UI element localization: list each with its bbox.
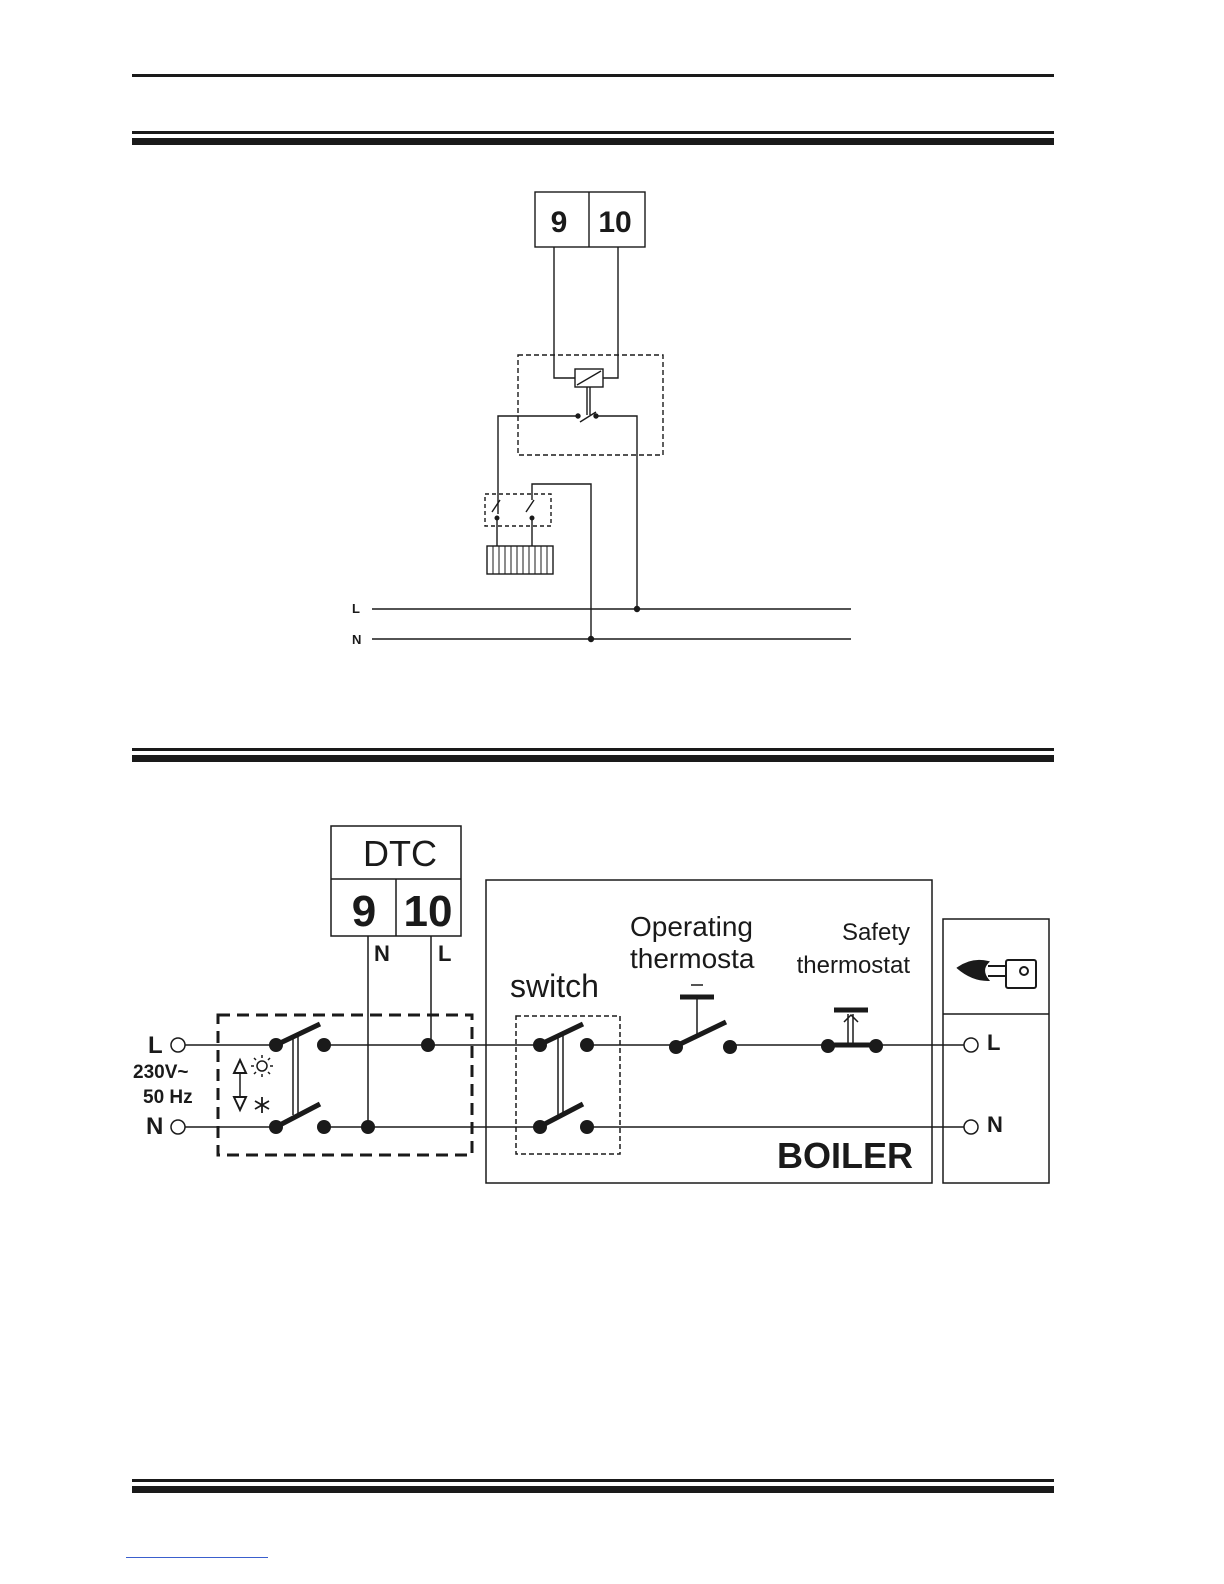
line-N-label: N	[352, 632, 361, 647]
wiring-diagram-2	[171, 826, 1049, 1183]
supply-N-label: N	[146, 1113, 163, 1140]
safety-thermostat-label-line2: thermostat	[797, 952, 911, 979]
up-down-arrow-icon	[234, 1060, 246, 1110]
line-L-label: L	[352, 601, 360, 616]
contactor-box	[485, 494, 551, 526]
operating-thermostat-label-line2: thermosta	[630, 943, 755, 974]
boiler-label: BOILER	[777, 1135, 913, 1176]
boiler-switch-box	[516, 1016, 620, 1154]
supply-L-label: L	[148, 1032, 163, 1059]
burner-L-label: L	[987, 1030, 1000, 1055]
supply-frequency-label: 50 Hz	[143, 1087, 193, 1108]
supply-N-terminal	[171, 1120, 185, 1134]
terminal-9-label: 9	[551, 206, 568, 239]
footer-link-underline	[126, 1557, 268, 1558]
dtc-terminal-9: 9	[352, 887, 376, 936]
switch-label: switch	[510, 968, 599, 1004]
burner-L-terminal	[964, 1038, 978, 1052]
dtc-terminal-10: 10	[404, 887, 453, 936]
sun-icon	[251, 1055, 273, 1077]
dtc-wire-N-label: N	[374, 941, 390, 966]
thermostat-dashed-box	[218, 1015, 472, 1155]
junction-dots	[269, 1038, 883, 1134]
burner-N-label: N	[987, 1112, 1003, 1137]
dtc-title: DTC	[363, 833, 437, 874]
snowflake-icon	[255, 1097, 269, 1113]
heater-element	[487, 546, 553, 574]
burner-flame-icon	[958, 960, 1036, 988]
operating-thermostat-label-line1: Operating	[630, 911, 753, 942]
wiring-diagram-1	[372, 192, 851, 642]
supply-voltage-label: 230V~	[133, 1062, 188, 1083]
supply-L-terminal	[171, 1038, 185, 1052]
dtc-wire-L-label: L	[438, 941, 451, 966]
burner-N-terminal	[964, 1120, 978, 1134]
terminal-10-label: 10	[598, 206, 631, 239]
safety-thermostat-label-line1: Safety	[842, 919, 910, 946]
